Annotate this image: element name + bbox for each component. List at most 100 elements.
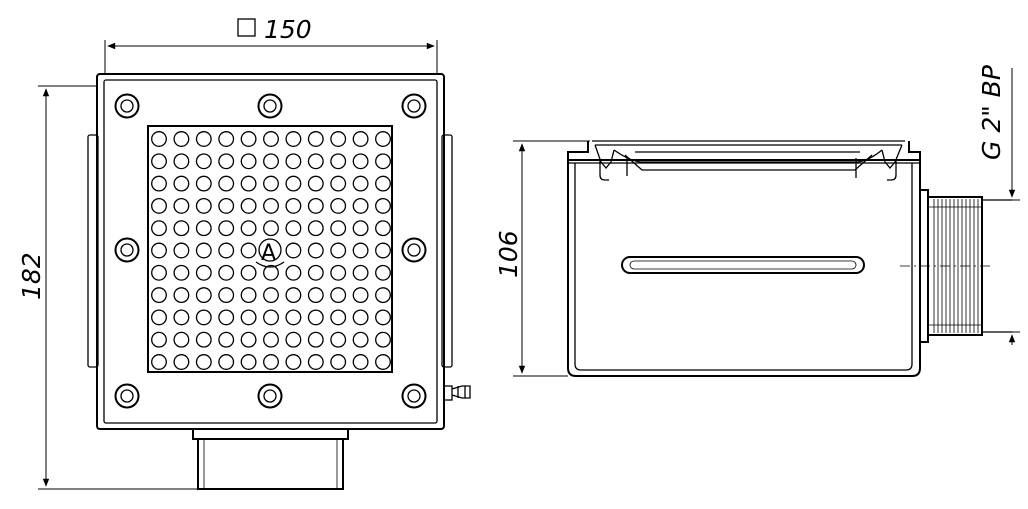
width-dimension: 150: [104, 15, 438, 74]
grate-hole: [375, 131, 391, 147]
grate-hole: [151, 331, 167, 348]
height-label: 182: [17, 252, 46, 300]
grate-hole: [218, 242, 235, 259]
grate-outline: [147, 125, 393, 373]
grate-hole: [173, 242, 190, 259]
grate-hole: [240, 264, 257, 281]
grate-hole: [195, 264, 212, 281]
grate-hole: [330, 131, 347, 147]
grate-hole: [151, 242, 167, 259]
grate-hole: [173, 175, 190, 192]
grate-hole: [218, 287, 235, 304]
grate-hole: [195, 220, 212, 237]
grate-hole: [263, 264, 279, 281]
grate-hole: [307, 309, 324, 326]
grate-hole: [352, 264, 369, 281]
bolt: [257, 383, 283, 409]
grate-hole: [195, 153, 212, 170]
grate-hole: [218, 331, 235, 348]
grate-hole: [330, 197, 347, 214]
grate-hole: [330, 264, 347, 281]
grate-hole: [173, 331, 190, 348]
grate-hole: [151, 309, 167, 326]
grate-hole: [263, 131, 279, 147]
grate-hole: [307, 175, 324, 192]
grate-hole: [173, 153, 190, 170]
grate-hole: [285, 197, 302, 214]
grate-hole: [307, 153, 324, 170]
grate-hole: [330, 354, 347, 370]
grate-hole: [263, 287, 279, 304]
grate-hole: [375, 354, 391, 370]
body-outline: [567, 159, 921, 377]
grate-hole: [151, 197, 167, 214]
grate-hole: [195, 131, 212, 147]
grate-hole: [218, 131, 235, 147]
grate-hole: [263, 197, 279, 214]
grate-hole: [307, 287, 324, 304]
grate-hole: [330, 242, 347, 259]
grate-hole: [173, 220, 190, 237]
grate-hole: [307, 242, 324, 259]
grate-hole: [375, 287, 391, 304]
grate-hole: [263, 220, 279, 237]
grate-hole: [240, 220, 257, 237]
grate-hole: [218, 354, 235, 370]
grate-hole: [173, 131, 190, 147]
grate-hole: [330, 175, 347, 192]
thread-label: G 2" BP: [977, 64, 1006, 160]
grate-hole: [375, 309, 391, 326]
grate-hole: [330, 220, 347, 237]
grate-hole: [173, 264, 190, 281]
grate-hole: [307, 131, 324, 147]
grate-hole: [195, 331, 212, 348]
right-flange: [441, 134, 453, 368]
grate-hole: [240, 287, 257, 304]
grate-hole: [375, 197, 391, 214]
grate-hole: [263, 309, 279, 326]
thread-dimension: G 2" BP: [977, 64, 1020, 345]
grate-hole: [375, 220, 391, 237]
grate-hole: [285, 131, 302, 147]
grate-hole: [240, 153, 257, 170]
grate-hole: [375, 331, 391, 348]
grate-hole: [195, 175, 212, 192]
inner-frame: [103, 79, 438, 424]
bolt: [114, 237, 140, 263]
grate-hole: [173, 354, 190, 370]
bolt: [401, 383, 427, 409]
grate-hole: [330, 153, 347, 170]
grate-hole: [263, 354, 279, 370]
grate-hole: [375, 242, 391, 259]
grate-hole: [352, 220, 369, 237]
grate-hole: [285, 264, 302, 281]
grate-hole: [330, 309, 347, 326]
grate-hole: [352, 331, 369, 348]
grate-hole: [263, 331, 279, 348]
grate-hole: [285, 242, 302, 259]
bolt: [257, 93, 283, 119]
grate-hole: [307, 220, 324, 237]
grate-hole: [151, 220, 167, 237]
grate-hole: [240, 331, 257, 348]
grate-hole: [352, 309, 369, 326]
grate-hole: [173, 287, 190, 304]
grate-hole: [195, 354, 212, 370]
grate-hole: [240, 309, 257, 326]
depth-label: 106: [494, 230, 523, 278]
grate-hole: [285, 354, 302, 370]
grate-hole: [330, 287, 347, 304]
grate-hole: [307, 197, 324, 214]
grate-hole: [173, 197, 190, 214]
square-symbol: [237, 18, 256, 37]
grate-hole: [151, 354, 167, 370]
logo-letter: A: [261, 241, 276, 266]
grate-hole: [173, 309, 190, 326]
grate-hole: [375, 153, 391, 170]
grate-hole: [151, 264, 167, 281]
bolt: [401, 93, 427, 119]
grate-hole: [375, 264, 391, 281]
grate-hole: [218, 153, 235, 170]
grate-hole: [240, 175, 257, 192]
